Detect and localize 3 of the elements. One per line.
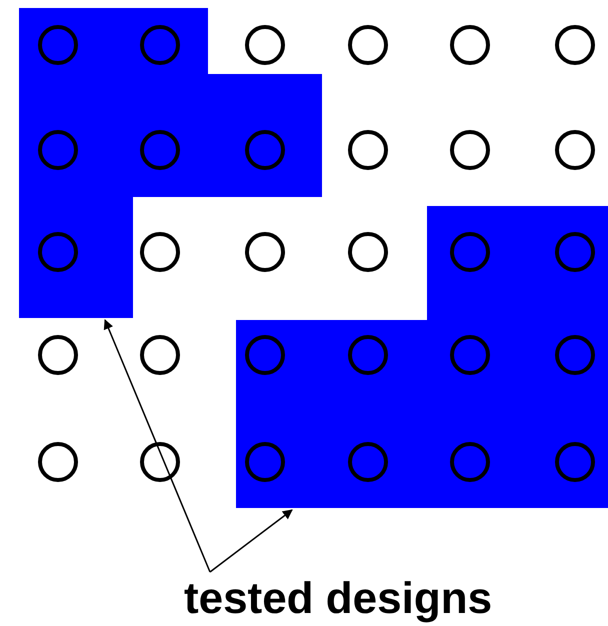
leader-arrow bbox=[210, 509, 293, 573]
leader-arrow bbox=[104, 319, 211, 572]
caption-text: tested designs bbox=[140, 574, 536, 624]
